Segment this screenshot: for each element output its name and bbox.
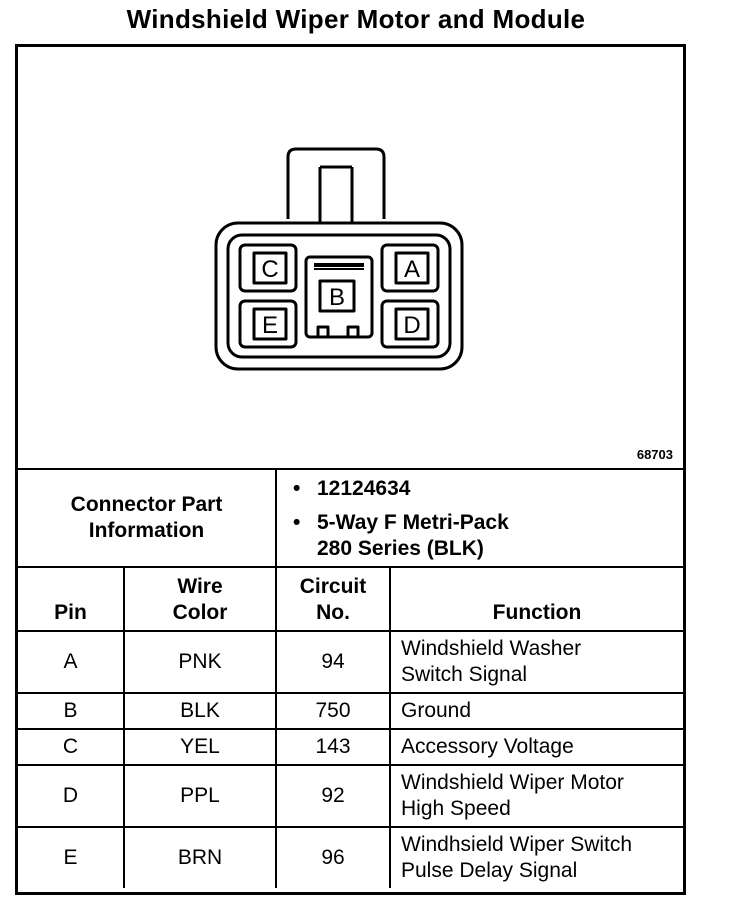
part-description-line2: 280 Series (BLK) xyxy=(317,537,484,560)
connector-figure: C A B E D 68703 xyxy=(18,47,683,468)
table-row: B BLK 750 Ground xyxy=(18,692,683,730)
wire-color-cell: BRN xyxy=(123,826,277,888)
wire-color-cell: PNK xyxy=(123,630,277,694)
header-function: Function xyxy=(389,566,683,632)
cavity-label-c: C xyxy=(261,256,278,283)
part-info-label: Connector Part Information xyxy=(18,468,277,568)
circuit-cell: 94 xyxy=(275,630,391,694)
function-cell: Windhsield Wiper Switch Pulse Delay Sign… xyxy=(389,826,683,888)
header-wire-color: Wire Color xyxy=(123,566,277,632)
header-pin: Pin xyxy=(18,566,125,632)
cavity-frame-a xyxy=(380,243,440,293)
wire-color-cell: BLK xyxy=(123,692,277,730)
connector-document-frame: C A B E D 68703 Connector Part Informati… xyxy=(15,44,686,895)
connector-body xyxy=(214,221,464,371)
latch-tab xyxy=(318,165,354,223)
part-info-row: Connector Part Information • 12124634 • … xyxy=(18,468,683,568)
pin-cell: C xyxy=(18,728,125,766)
part-description-item: • 5-Way F Metri-Pack 280 Series (BLK) xyxy=(293,510,683,562)
pin-cell: D xyxy=(18,764,125,828)
table-row: C YEL 143 Accessory Voltage xyxy=(18,728,683,766)
cavity-label-d: D xyxy=(403,312,420,339)
circuit-cell: 92 xyxy=(275,764,391,828)
part-number: 12124634 xyxy=(317,477,411,500)
circuit-cell: 96 xyxy=(275,826,391,888)
connector-pinout-table: Connector Part Information • 12124634 • … xyxy=(18,468,683,888)
connector-latch xyxy=(286,147,386,219)
part-info-values: • 12124634 • 5-Way F Metri-Pack 280 Seri… xyxy=(275,468,683,568)
circuit-cell: 143 xyxy=(275,728,391,766)
header-circuit: Circuit No. xyxy=(275,566,391,632)
cavity-frame-d xyxy=(380,299,440,349)
function-cell: Accessory Voltage xyxy=(389,728,683,766)
cavity-label-b: B xyxy=(329,284,345,311)
pin-cell: E xyxy=(18,826,125,888)
table-row: A PNK 94 Windshield Washer Switch Signal xyxy=(18,630,683,694)
circuit-cell: 750 xyxy=(275,692,391,730)
part-description-line1: 5-Way F Metri-Pack xyxy=(317,511,509,534)
table-header-row: Pin Wire Color Circuit No. Function xyxy=(18,566,683,632)
wire-color-cell: YEL xyxy=(123,728,277,766)
function-cell: Windshield Wiper Motor High Speed xyxy=(389,764,683,828)
cavity-frame-e xyxy=(238,299,298,349)
cavity-label-a: A xyxy=(404,256,420,283)
pin-cell: A xyxy=(18,630,125,694)
cavity-frame-c xyxy=(238,243,298,293)
function-cell: Windshield Washer Switch Signal xyxy=(389,630,683,694)
pin-cell: B xyxy=(18,692,125,730)
cavity-frame-b xyxy=(304,255,374,339)
part-number-item: • 12124634 xyxy=(293,477,411,500)
table-row: E BRN 96 Windhsield Wiper Switch Pulse D… xyxy=(18,826,683,888)
table-row: D PPL 92 Windshield Wiper Motor High Spe… xyxy=(18,764,683,828)
figure-number: 68703 xyxy=(636,447,673,462)
cavity-label-e: E xyxy=(262,312,278,339)
page-title: Windshield Wiper Motor and Module xyxy=(126,4,586,34)
wire-color-cell: PPL xyxy=(123,764,277,828)
connector-drawing: C A B E D xyxy=(214,147,464,371)
function-cell: Ground xyxy=(389,692,683,730)
